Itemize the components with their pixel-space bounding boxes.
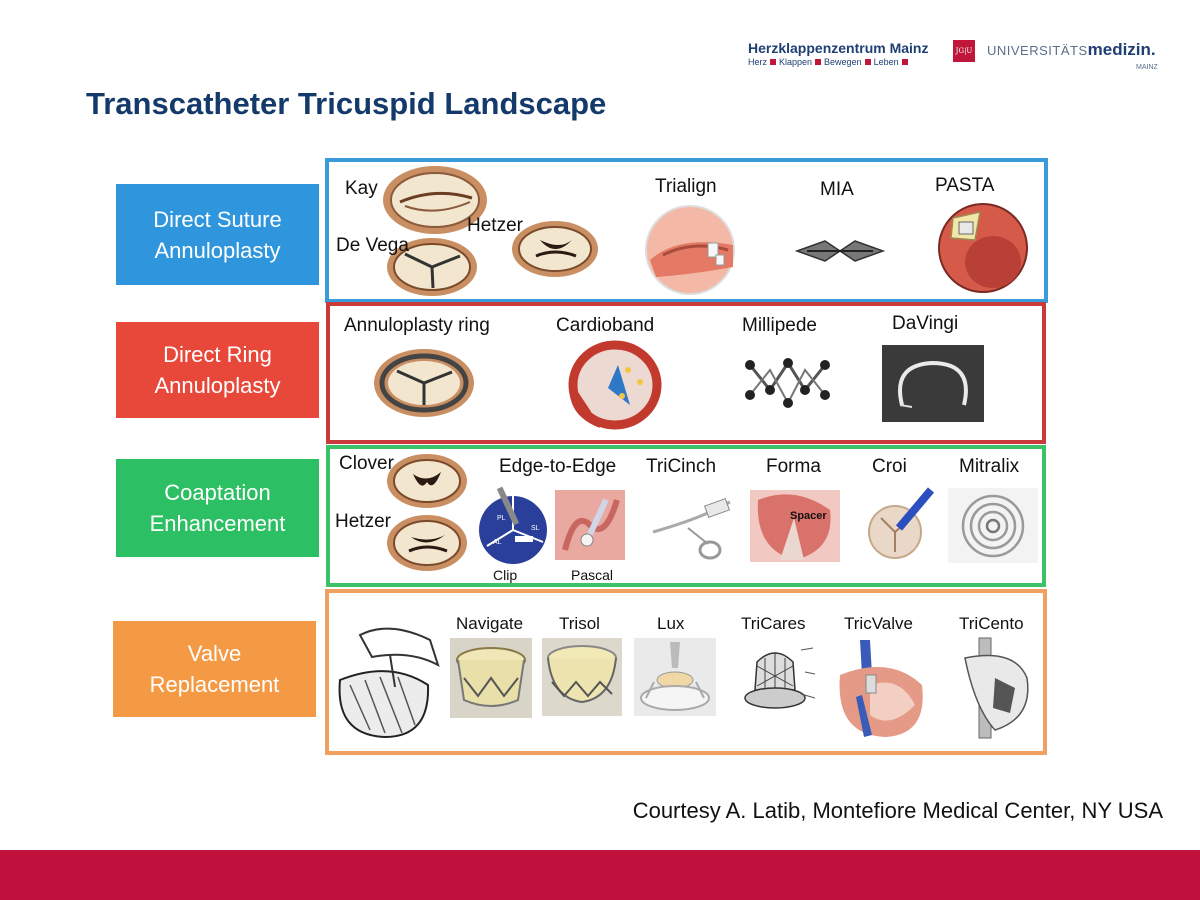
category-label-line: Coaptation xyxy=(164,480,271,505)
valve-sketch-image xyxy=(338,627,440,739)
spacer-label: Spacer xyxy=(790,510,827,522)
clip-leaflet-label: PL xyxy=(497,515,506,522)
org-title: Herzklappenzentrum Mainz xyxy=(748,40,929,56)
device-label-pasta: PASTA xyxy=(935,175,995,196)
device-label-trisol: Trisol xyxy=(559,614,600,633)
category-label-line: Annuloplasty xyxy=(154,237,281,263)
category-label-line: Direct Suture xyxy=(153,206,282,232)
tagline-word: Bewegen xyxy=(824,57,862,67)
pascal-image xyxy=(555,490,625,560)
hetzer-coaptation-image xyxy=(387,515,467,571)
device-label-cardioband: Cardioband xyxy=(556,315,655,336)
mia-device-image xyxy=(794,240,886,262)
de-vega-valve-image xyxy=(387,238,477,296)
jgu-logo: JG|U xyxy=(953,40,975,62)
slide-title: Transcatheter Tricuspid Landscape xyxy=(86,86,607,121)
croi-image xyxy=(868,487,935,559)
millipede-image xyxy=(745,358,830,408)
tagline-word: Herz xyxy=(748,57,768,67)
tricento-image xyxy=(964,637,1029,739)
device-label-edge-to-edge: Edge-to-Edge xyxy=(499,456,617,477)
sub-label-pascal: Pascal xyxy=(571,567,614,583)
category-label-line: Replacement xyxy=(149,672,280,697)
device-label-lux: Lux xyxy=(657,614,685,633)
tagline-word: Leben xyxy=(873,57,899,67)
device-label-tricento: TriCento xyxy=(959,614,1024,633)
tricvalve-image xyxy=(839,640,923,737)
trialign-image xyxy=(645,205,735,295)
category-label-line: Valve xyxy=(187,641,242,666)
category-label-line: Direct Ring xyxy=(163,342,272,367)
sub-label-clip: Clip xyxy=(493,567,518,583)
device-label-clover: Clover xyxy=(339,453,394,474)
courtesy-note: Courtesy A. Latib, Montefiore Medical Ce… xyxy=(632,798,1163,823)
clip-leaflet-label: SL xyxy=(531,525,540,532)
device-label-tricinch: TriCinch xyxy=(646,456,717,477)
davingi-image xyxy=(882,345,984,422)
footer-bar xyxy=(0,850,1200,900)
university-city: MAINZ xyxy=(1136,64,1158,71)
tagline-word: Klappen xyxy=(779,57,813,67)
device-label-forma: Forma xyxy=(766,456,821,477)
mitralix-image xyxy=(948,488,1038,563)
pasta-image xyxy=(938,203,1028,293)
device-label-tricvalve: TricValve xyxy=(844,614,913,633)
hetzer-valve-image xyxy=(512,221,598,277)
tricinch-image xyxy=(652,497,731,560)
cardioband-image xyxy=(568,340,662,430)
clip-leaflet-label: AL xyxy=(493,539,502,546)
tricares-valve-image xyxy=(744,647,816,709)
device-label-croi: Croi xyxy=(872,456,907,477)
category-label-line: Enhancement xyxy=(149,511,286,536)
forma-image xyxy=(750,490,840,562)
device-label-hetzer: Hetzer xyxy=(467,215,523,236)
trisol-valve-image xyxy=(542,638,622,716)
device-label-de-vega: De Vega xyxy=(336,235,409,256)
clip-image: PL SL AL xyxy=(479,486,547,564)
device-label-navigate: Navigate xyxy=(456,614,524,633)
device-label-davingi: DaVingi xyxy=(892,313,959,334)
university-prefix: UNIVERSITÄTS xyxy=(987,43,1088,58)
device-label-kay: Kay xyxy=(345,178,378,199)
device-label-millipede: Millipede xyxy=(742,315,817,336)
university-logo-text: UNIVERSITÄTSmedizin. xyxy=(987,40,1156,60)
org-tagline: Herz Klappen Bewegen Leben xyxy=(748,57,911,67)
lux-valve-image xyxy=(634,638,716,716)
device-label-mia: MIA xyxy=(820,179,854,200)
kay-valve-image xyxy=(383,166,487,234)
navigate-valve-image xyxy=(450,638,532,718)
device-label-annuloplasty-ring: Annuloplasty ring xyxy=(344,315,490,336)
category-label-line: Annuloplasty xyxy=(154,373,281,398)
device-label-trialign: Trialign xyxy=(655,176,717,197)
device-label-mitralix: Mitralix xyxy=(959,456,1020,477)
device-label-hetzer-coaptation: Hetzer xyxy=(335,511,391,532)
university-bold: medizin. xyxy=(1087,40,1156,59)
clover-valve-image xyxy=(387,454,467,508)
device-label-tricares: TriCares xyxy=(741,614,806,633)
annuloplasty-ring-image xyxy=(374,349,474,417)
